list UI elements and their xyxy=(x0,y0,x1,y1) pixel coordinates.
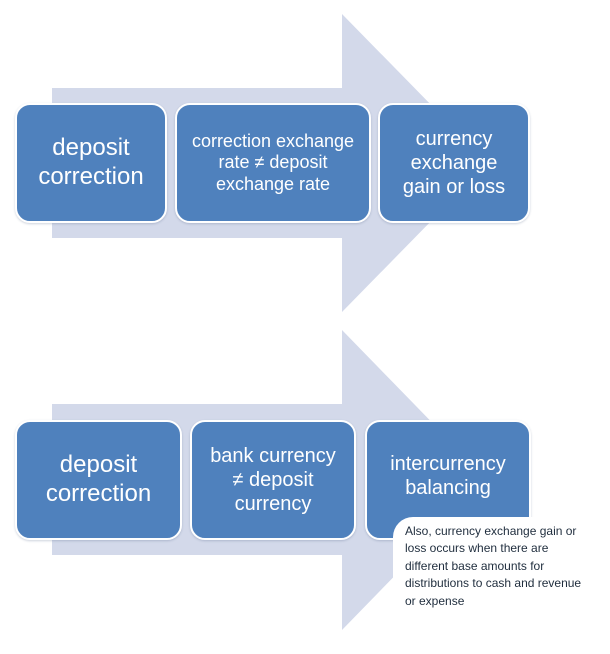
bottom-step-3-label: intercurrency balancing xyxy=(390,453,506,499)
bottom-step-2-box: bank currency ≠ deposit currency xyxy=(190,420,356,540)
top-step-1-box: deposit correction xyxy=(15,103,167,223)
bottom-step-1-box: deposit correction xyxy=(15,420,182,540)
top-step-3-box: currency exchange gain or loss xyxy=(378,103,530,223)
bottom-step-1-label: deposit correction xyxy=(45,451,152,507)
explanatory-note: Also, currency exchange gain or loss occ… xyxy=(393,517,589,626)
top-step-2-label: correction exchange rate ≠ deposit excha… xyxy=(191,130,355,194)
top-step-3-label: currency exchange gain or loss xyxy=(402,128,506,198)
bottom-step-2-label: bank currency ≠ deposit currency xyxy=(210,445,336,515)
top-step-1-label: deposit correction xyxy=(38,134,144,190)
top-step-2-box: correction exchange rate ≠ deposit excha… xyxy=(175,103,371,223)
